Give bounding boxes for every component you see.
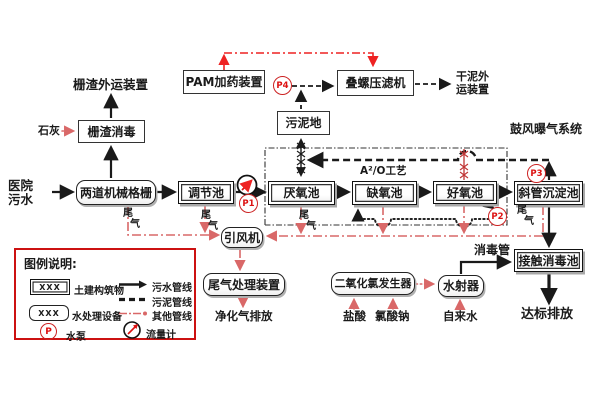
screenings-removal-label: 栅渣外运装置	[73, 77, 149, 92]
clean-gas-label: 净化气排放	[215, 309, 273, 323]
offgas-treatment-box: 尾气处理装置	[203, 273, 285, 296]
screenings-disinfection-box: 栅渣消毒	[78, 120, 145, 143]
civil-structure-label: 土建构筑物	[74, 286, 124, 297]
aeration-enclosure-line	[264, 147, 508, 226]
pam-dosing-line	[218, 52, 379, 70]
tail-gas-label: 尾气	[123, 208, 140, 230]
tail-gas-label: 尾气	[517, 205, 534, 227]
equalization-tank-box: 调节池	[178, 181, 234, 204]
sludge-tank-box: 污泥地	[277, 111, 330, 135]
contact-tank-box: 接触消毒池	[514, 249, 583, 272]
sludge-pipelines	[292, 77, 549, 177]
aeration-drop-line	[459, 149, 469, 180]
flow-meter-sample	[123, 321, 141, 339]
sodium-chlorate-label: 氯酸钠	[375, 309, 410, 323]
tail-gas-label: 尾气	[201, 210, 218, 232]
pam-dosing-box: PAM加药装置	[183, 70, 265, 94]
sewage-line-label: 污水管线	[152, 283, 192, 294]
influent-label: 医院 污水	[8, 178, 34, 208]
anaerobic-tank-box: 厌氧池	[268, 181, 335, 205]
induced-draft-fan-box: 引风机	[221, 227, 263, 248]
sewage-line-sample	[119, 280, 147, 289]
pump-p4: P4	[273, 76, 292, 95]
pump-p2: P2	[488, 207, 507, 226]
pump-p3: P3	[527, 164, 546, 183]
other-line-label: 其他管线	[152, 312, 192, 323]
chemical-dosing-lines	[61, 125, 466, 310]
aerobic-tank-box: 好氧池	[433, 181, 497, 204]
hcl-label: 盐酸	[343, 309, 366, 323]
a2o-process-label: A²/O工艺	[360, 165, 407, 177]
screw-press-box: 叠螺压滤机	[337, 70, 414, 96]
discharge-label: 达标排放	[521, 307, 574, 322]
tail-gas-label: 尾气	[299, 210, 316, 232]
dry-sludge-removal-label: 干泥外 运装置	[456, 70, 489, 96]
other-line-sample	[119, 311, 147, 316]
lime-label: 石灰	[38, 124, 60, 137]
anoxic-tank-box: 缺氧池	[352, 181, 417, 205]
sludge-line-label: 污泥管线	[152, 298, 192, 309]
water-ejector-box: 水射器	[438, 275, 484, 297]
flow-meter-label: 流量计	[146, 330, 176, 341]
tap-water-label: 自来水	[443, 309, 478, 323]
pump-symbol-sample: P	[40, 323, 57, 340]
disinfection-pipe-label: 消毒管	[474, 243, 511, 257]
civil-structure-sample: XXX	[30, 279, 70, 295]
bar-screen-box: 两道机械格栅	[76, 180, 156, 205]
blower-system-label: 鼓风曝气系统	[510, 122, 583, 136]
treatment-equipment-sample: XXX	[29, 305, 69, 321]
pump-label: 水泵	[66, 332, 86, 343]
lamella-clarifier-box: 斜管沉淀池	[514, 181, 583, 205]
pump-p1: P1	[239, 194, 258, 213]
flow-meter-icon	[236, 174, 258, 196]
offgas-pipelines	[127, 204, 544, 309]
sludge-line-sample	[119, 297, 147, 302]
legend-title: 图例说明:	[24, 257, 77, 271]
clo2-generator-box: 二氧化氯发生器	[331, 272, 415, 295]
legend-panel: 图例说明: XXX 土建构筑物 XXX 水处理设备 P 水泵 污水管线 污泥管线…	[14, 248, 196, 343]
treatment-equipment-label: 水处理设备	[72, 312, 122, 323]
